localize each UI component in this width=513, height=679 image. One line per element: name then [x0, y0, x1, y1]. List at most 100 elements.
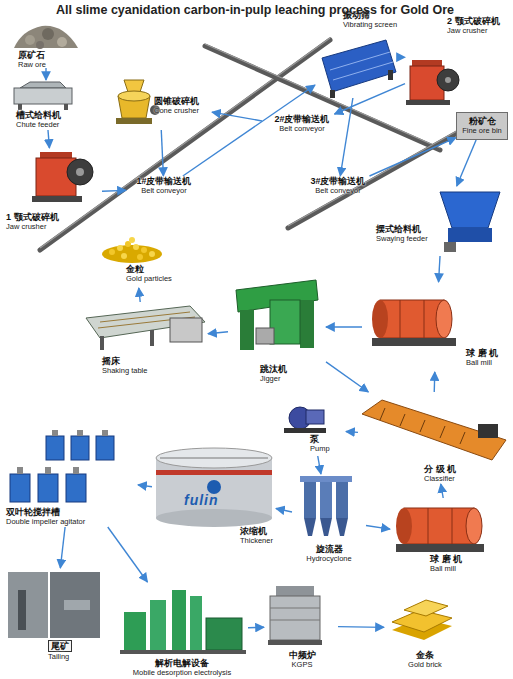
english-label: Gold particles: [126, 274, 172, 283]
screen-leg: [330, 90, 335, 98]
table-leg: [150, 330, 154, 346]
screen-mesh: [333, 62, 393, 80]
chinese-label: 1#皮带输送机: [136, 176, 191, 186]
flow-arrow: [161, 130, 163, 176]
english-label: Shaking table: [102, 366, 147, 375]
flywheel-hub: [76, 168, 84, 176]
node-label: 摆式给料机Swaying feeder: [376, 224, 438, 243]
english-label: Belt conveyor: [315, 186, 360, 195]
equipment-node: 粉矿仓Fine ore bin: [456, 112, 508, 140]
chinese-label: 中频炉: [289, 650, 316, 660]
english-label: Thickener: [240, 536, 273, 545]
node-label: 金条Gold brick: [388, 650, 462, 669]
node-label: 1#皮带输送机Belt conveyor: [126, 176, 202, 195]
english-label: Double impeller agitator: [6, 517, 85, 526]
agitator-motor: [52, 430, 58, 436]
ore-rock: [42, 28, 54, 40]
mill-end: [396, 508, 412, 544]
pump-base: [284, 428, 326, 433]
english-label: Jaw crusher: [6, 222, 46, 231]
thickener-bottom: [156, 509, 272, 527]
flow-arrow: [139, 288, 140, 302]
english-label: Cone crusher: [154, 106, 199, 115]
flow-arrow: [326, 326, 362, 327]
agitator-motor: [73, 467, 79, 474]
flow-arrow: [366, 526, 390, 530]
flow-arrow: [212, 112, 262, 121]
equipment-node: 金粒Gold particles: [96, 232, 176, 288]
equipment-node: 分 级 机Classifier: [358, 392, 508, 484]
feeder-tray: [448, 228, 492, 242]
equipment-node: 3#皮带输送机Belt conveyor: [300, 176, 376, 204]
ore-rock: [57, 37, 67, 47]
flow-arrow: [48, 130, 49, 148]
cone-rim: [118, 91, 150, 101]
node-label: 粉矿仓Fine ore bin: [457, 116, 507, 135]
belt-edge: [40, 38, 330, 248]
mill-drum: [380, 300, 444, 338]
gold-grain: [137, 254, 143, 260]
classifier-trough: [362, 400, 506, 460]
chinese-label: 2#皮带输送机: [274, 114, 329, 124]
chinese-label: 金粒: [126, 264, 144, 274]
chinese-label: 金条: [416, 650, 434, 660]
english-label: KGPS: [292, 660, 313, 669]
agitator-tank: [38, 474, 58, 502]
gold-grain: [149, 251, 155, 257]
equipment-node: 解析电解设备Mobile desorption electrolysis: [116, 582, 248, 678]
equipment-node: 泵Pump: [280, 402, 346, 456]
english-label: Raw ore: [18, 60, 46, 69]
node-label: 旋流器Hydrocyclone: [292, 544, 366, 563]
equipment-node: 2 颚式破碎机Jaw crusher: [405, 14, 510, 108]
node-label: 解析电解设备Mobile desorption electrolysis: [116, 658, 248, 677]
equipment-node: 1#皮带输送机Belt conveyor: [126, 176, 202, 202]
english-label: Mobile desorption electrolysis: [133, 668, 231, 677]
english-label: Belt conveyor: [279, 124, 324, 133]
desorption-tank: [150, 600, 166, 650]
crusher-base: [32, 196, 82, 202]
english-label: Gold brick: [408, 660, 442, 669]
flow-arrow: [208, 332, 228, 334]
cone-base: [116, 118, 152, 124]
cyclone-manifold: [300, 476, 352, 482]
mill-ring: [452, 508, 453, 544]
flow-arrow: [340, 98, 353, 176]
node-label: 中频炉KGPS: [272, 650, 332, 669]
agitator-tank: [46, 436, 64, 460]
flow-arrow: [441, 484, 443, 498]
mill-ring: [424, 300, 425, 338]
feeder-motor: [444, 242, 456, 252]
equipment-node: 原矿石Raw ore: [10, 20, 82, 68]
english-label: Classifier: [424, 474, 455, 483]
tailing-detail: [64, 600, 90, 610]
classifier-spiral: [460, 432, 465, 444]
mill-base: [372, 338, 456, 346]
classifier-spiral: [380, 408, 385, 420]
logo-mark: [207, 480, 221, 494]
agitator-motor: [17, 467, 23, 474]
agitator-motor: [77, 430, 83, 436]
node-label: 2#皮带输送机Belt conveyor: [262, 114, 342, 133]
chinese-label: 3#皮带输送机: [310, 176, 365, 186]
node-label: 圆锥破碎机Cone crusher: [154, 96, 212, 115]
gold-pile: [102, 245, 162, 263]
classifier-spiral: [440, 426, 445, 438]
node-label: 球 磨 机Ball mill: [430, 554, 510, 573]
node-label: 尾矿Tailing: [48, 640, 106, 661]
flow-arrow: [457, 140, 476, 186]
equipment-node: 中频炉KGPS: [264, 582, 338, 670]
chinese-label: 泵: [310, 434, 319, 444]
flywheel-hub: [445, 77, 451, 83]
table-motor: [170, 318, 202, 342]
ore-rock: [25, 35, 35, 45]
cyclone-cone: [304, 518, 316, 536]
node-label: 球 磨 机Ball mill: [466, 348, 510, 367]
mill-end: [372, 300, 388, 338]
gold-grain: [121, 253, 127, 259]
chinese-label: 球 磨 机: [430, 554, 462, 564]
chinese-label: 浓缩机: [240, 526, 267, 536]
crusher-base: [406, 100, 450, 105]
